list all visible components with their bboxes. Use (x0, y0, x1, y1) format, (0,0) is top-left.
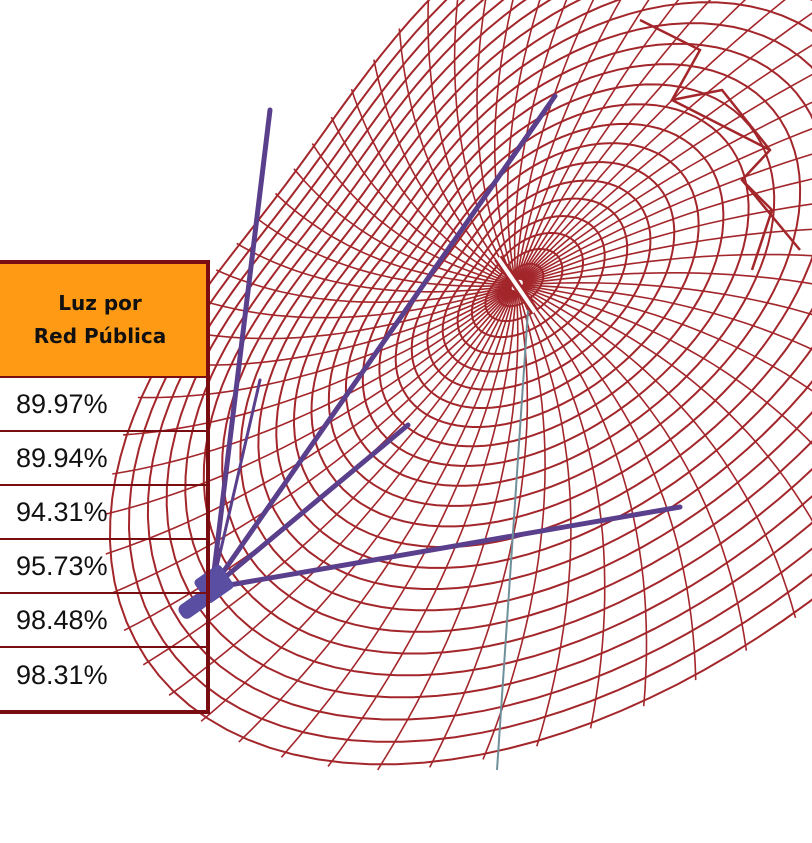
radial-line (521, 284, 812, 392)
radial-line (506, 0, 541, 282)
radial-line (515, 0, 595, 281)
table-row: 89.94% (0, 432, 206, 486)
radial-line (168, 289, 515, 696)
radial-line (200, 290, 515, 722)
radial-line (521, 127, 812, 282)
radial-line (280, 290, 516, 758)
contour-ring (202, 0, 812, 655)
radial-line (517, 288, 572, 747)
radial-line (142, 289, 514, 666)
contour-ring (292, 22, 812, 548)
radial-line (519, 0, 786, 281)
radial-cables (209, 93, 683, 591)
radial-line (520, 286, 812, 522)
table-row: 89.97% (0, 378, 206, 432)
radial-line (519, 12, 812, 281)
radial-line (238, 290, 516, 743)
radial-line (377, 290, 519, 771)
radial-line (516, 0, 650, 281)
radial-line (520, 44, 812, 281)
header-line-2: Red Pública (33, 324, 167, 348)
radial-line (521, 285, 812, 445)
contour-ring (327, 63, 802, 507)
radial-line (215, 269, 513, 304)
radial-line (327, 290, 517, 767)
contour-ring (127, 0, 812, 743)
contour-ring (310, 42, 812, 528)
contour-ring (361, 103, 750, 467)
radial-line (522, 271, 812, 285)
contour-ring (108, 0, 812, 766)
radial-line (111, 289, 513, 594)
radial-line (522, 228, 812, 284)
central-light (494, 255, 539, 315)
radial-line (519, 287, 748, 651)
contour-ring (441, 197, 629, 373)
frame-zigzag (639, 18, 801, 271)
contour-ring (146, 0, 812, 721)
radial-line (482, 289, 546, 760)
contour-ring (257, 0, 812, 590)
thin-cable (496, 309, 529, 771)
radial-line (518, 288, 648, 707)
radial-line (373, 59, 515, 285)
radial-line (330, 116, 514, 285)
table-row: 95.73% (0, 540, 206, 594)
radial-line (517, 0, 712, 281)
radial-line (520, 286, 797, 619)
radial-line (105, 288, 513, 555)
radial-line (522, 203, 812, 283)
radial-line (427, 0, 515, 284)
radial-line (236, 242, 513, 293)
radial-line (518, 0, 747, 281)
radial-line (522, 284, 812, 351)
radial-line (515, 0, 622, 281)
table-row: 98.31% (16, 659, 108, 690)
radial-line (518, 288, 606, 729)
radial-line (137, 287, 512, 399)
radial-line (522, 281, 812, 316)
radial-line (520, 73, 812, 281)
header-line-1: Luz por (58, 291, 142, 315)
radial-line (350, 88, 514, 285)
data-table: Luz por Red Pública 89.97% 89.94% 94.31%… (0, 260, 210, 714)
radial-line (293, 168, 513, 286)
radial-line (106, 288, 513, 515)
radial-line (311, 143, 514, 286)
radial-line (174, 286, 512, 340)
table-header: Luz por Red Pública (0, 264, 206, 378)
radial-line (494, 0, 516, 283)
radial-line (274, 192, 513, 286)
radial-line (398, 28, 515, 284)
radial-line (123, 287, 512, 436)
radial-line (522, 253, 812, 285)
contour-rings (108, 0, 812, 766)
radial-line (256, 217, 513, 288)
contour-ring (165, 0, 812, 699)
radial-line (513, 0, 568, 282)
contour-ring (239, 0, 812, 612)
radial-line (519, 287, 697, 681)
contour-ring (378, 122, 725, 448)
table-row: 98.48% (0, 594, 206, 648)
radial-line (522, 178, 812, 283)
contour-ring (410, 161, 676, 409)
contour-ring (184, 0, 812, 677)
radial-line (476, 0, 516, 283)
table-row: 94.31% (0, 486, 206, 540)
contour-ring (275, 1, 812, 569)
radial-line (521, 101, 812, 281)
table-body: 89.97% 89.94% 94.31% 95.73% 98.48% 98.31… (0, 378, 206, 702)
radial-line (522, 153, 812, 282)
radial-line (453, 0, 515, 284)
radial-line (112, 287, 512, 475)
radial-line (428, 289, 529, 768)
radial-line (195, 285, 512, 319)
radial-line (517, 0, 680, 281)
